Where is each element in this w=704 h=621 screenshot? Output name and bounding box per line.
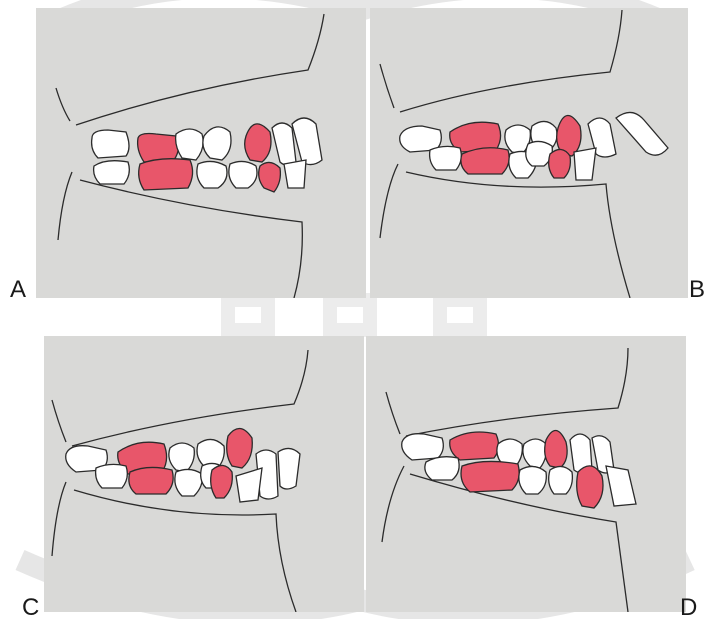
- panel-a-illustration: [36, 8, 366, 298]
- panel-a-normal-occlusion: [36, 8, 366, 298]
- panel-a-lower-first-molar: [139, 159, 193, 190]
- panel-d-lower-first-molar: [461, 461, 519, 492]
- panel-d-label: D: [680, 596, 697, 620]
- panel-d-lower-canine: [577, 466, 603, 508]
- panel-a-upper-molar-back: [92, 130, 129, 158]
- panel-a-lower-incisors: [284, 160, 306, 188]
- panel-c-upper-central-incisor: [278, 448, 300, 489]
- panel-c-illustration: [44, 336, 364, 612]
- panel-b-lower-incisors: [574, 148, 596, 180]
- panel-d-class-iii: [366, 336, 686, 612]
- panel-c-label: C: [22, 596, 39, 620]
- panel-a-label: A: [10, 278, 26, 302]
- panel-b-lower-molar-back: [430, 146, 462, 170]
- panel-c-lower-second-premolar: [175, 469, 202, 496]
- panel-c-lower-first-molar: [129, 467, 173, 494]
- panel-b-lower-first-molar: [461, 148, 509, 174]
- panel-a-upper-canine: [245, 124, 271, 162]
- panel-d-upper-first-molar: [450, 432, 499, 460]
- panel-a-lower-second-premolar: [197, 161, 227, 188]
- panel-a-lower-molar-back: [94, 161, 130, 184]
- panel-c-lower-molar-back: [96, 464, 128, 488]
- panel-c-class-ii-div-2: [44, 336, 364, 612]
- panel-a-upper-first-premolar: [203, 127, 231, 160]
- panel-d-illustration: [366, 336, 686, 612]
- panel-a-upper-first-molar: [138, 134, 179, 163]
- panel-d-upper-molar-back: [402, 434, 444, 460]
- panel-a-upper-second-premolar: [176, 129, 204, 160]
- panel-b-lower-canine: [549, 149, 571, 178]
- panel-d-lower-second-premolar: [519, 466, 546, 494]
- panel-b-class-ii-div-1: [370, 8, 688, 298]
- panel-a-lower-first-premolar: [229, 161, 257, 188]
- panel-d-lower-molar-back: [425, 457, 459, 480]
- panel-b-label: B: [689, 278, 704, 302]
- panel-d-lower-first-premolar: [549, 466, 573, 494]
- panel-b-illustration: [370, 8, 688, 298]
